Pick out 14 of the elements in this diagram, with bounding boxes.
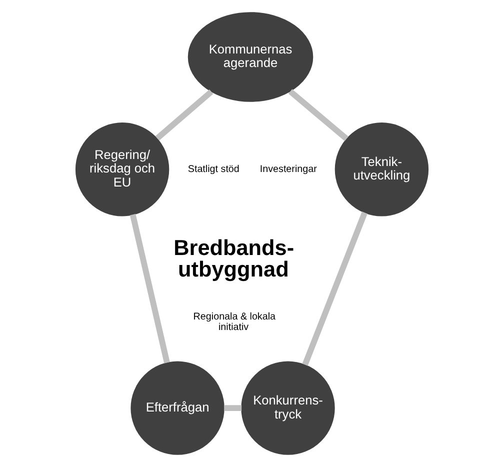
connector — [224, 405, 242, 412]
label: Bredbands- utbyggnad — [174, 234, 294, 282]
node-circle: Regering/ riksdag och EU — [75, 122, 170, 216]
node-circle: Teknik- utveckling — [334, 122, 429, 216]
node-ellipse: Kommunernas agerande — [188, 12, 314, 102]
connector — [302, 212, 368, 366]
connector — [130, 214, 170, 364]
label: Regionala & lokala initiativ — [193, 311, 276, 334]
label: Investeringar — [260, 164, 317, 175]
connector — [155, 89, 214, 140]
label: Statligt stöd — [188, 164, 240, 175]
connector — [288, 89, 348, 142]
node-circle: Efterfrågan — [130, 361, 224, 455]
node-circle: Konkurrens- tryck — [241, 361, 335, 455]
